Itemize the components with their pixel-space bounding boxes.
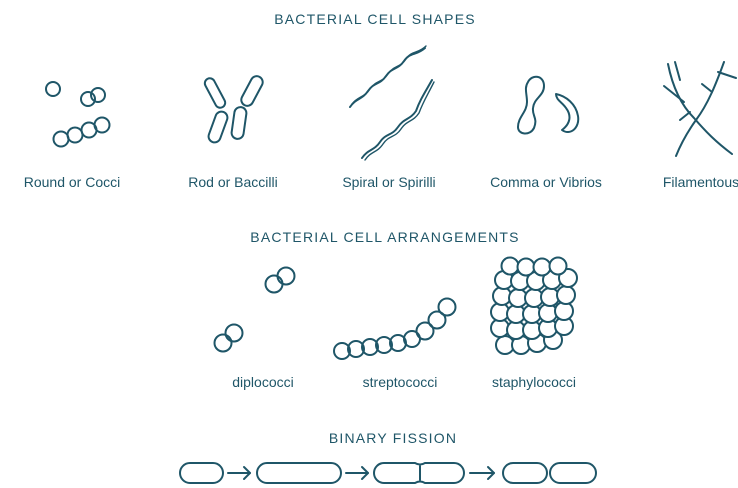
arrangements-heading: BACTERIAL CELL ARRANGEMENTS bbox=[250, 229, 519, 245]
arrangement-label-staphylococci: staphylococci bbox=[492, 374, 576, 390]
shape-label-spiral: Spiral or Spirilli bbox=[342, 174, 435, 190]
shape-label-comma: Comma or Vibrios bbox=[490, 174, 602, 190]
shapes-heading: BACTERIAL CELL SHAPES bbox=[274, 11, 476, 27]
fission-heading: BINARY FISSION bbox=[329, 430, 457, 446]
arrangement-label-diplococci: diplococci bbox=[232, 374, 293, 390]
elongated-cell-icon bbox=[257, 463, 341, 483]
two-cells-icon bbox=[503, 463, 596, 483]
dividing-cell-icon bbox=[374, 463, 464, 483]
diplococci-icon bbox=[215, 268, 295, 352]
arrangement-label-streptococci: streptococci bbox=[363, 374, 438, 390]
shape-label-rod: Rod or Baccilli bbox=[188, 174, 277, 190]
spiral-icon bbox=[350, 46, 434, 160]
arrow-icon bbox=[470, 467, 494, 479]
filament-icon bbox=[664, 62, 736, 156]
staphylococci-icon bbox=[491, 258, 577, 355]
comma-icon bbox=[518, 77, 578, 134]
arrow-icon bbox=[346, 467, 368, 479]
shape-label-cocci: Round or Cocci bbox=[24, 174, 121, 190]
arrow-icon bbox=[228, 467, 250, 479]
shape-label-filament: Filamentous bbox=[663, 174, 738, 190]
single-cell-icon bbox=[180, 463, 223, 483]
streptococci-icon bbox=[334, 299, 456, 360]
rod-icon bbox=[203, 74, 265, 144]
cocci-icon bbox=[46, 82, 110, 147]
